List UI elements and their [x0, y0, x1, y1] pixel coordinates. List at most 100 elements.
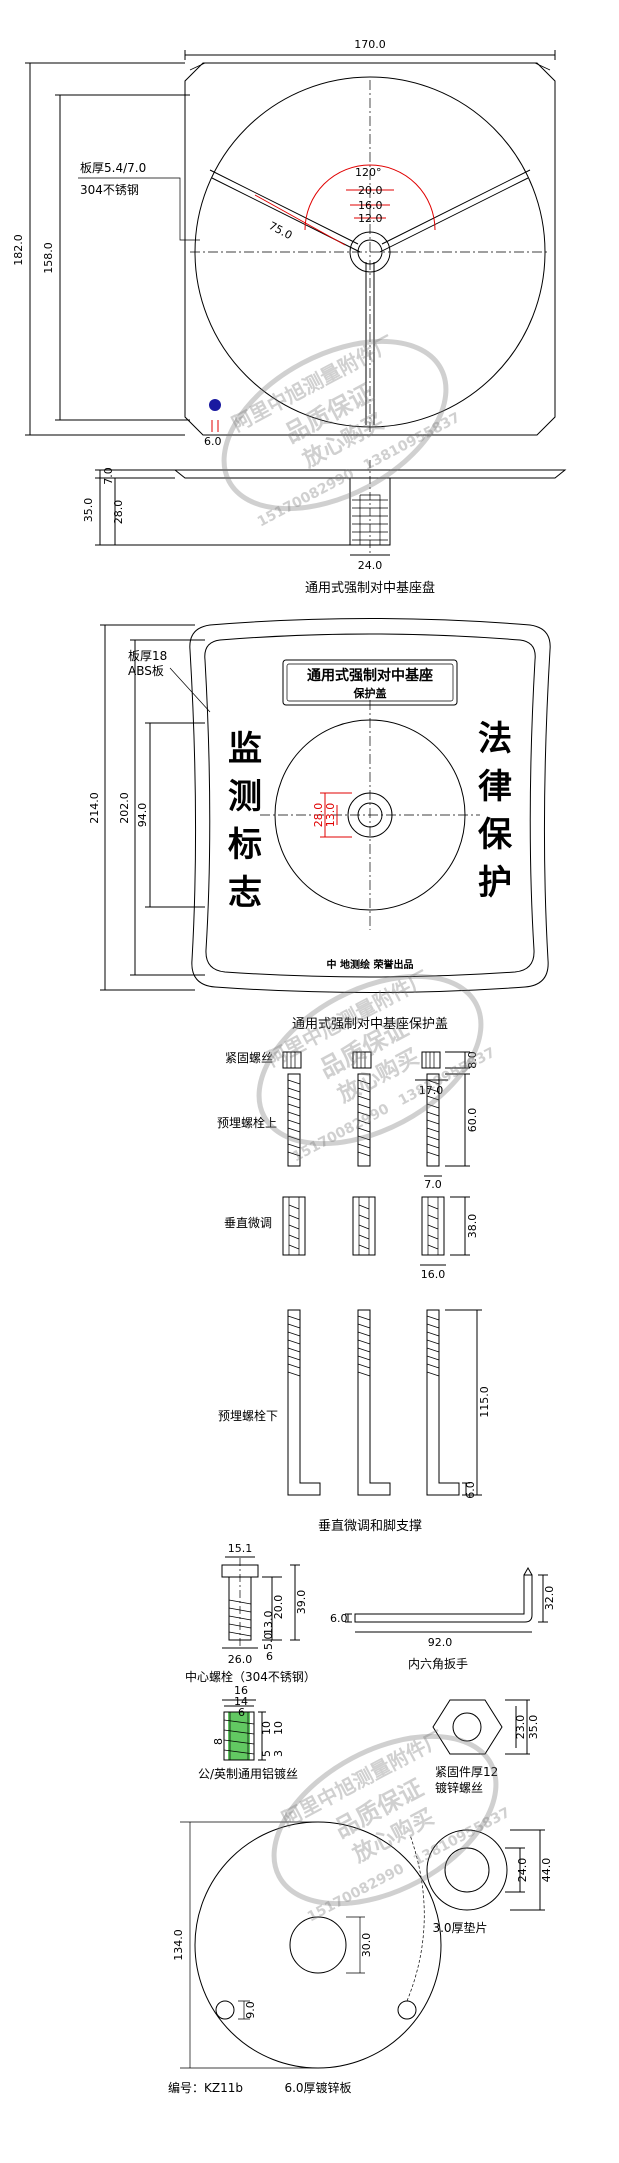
- base-plate-dimensions: 170.0 182.0 158.0 板厚5.4/7.0 304不锈钢 120° …: [12, 38, 556, 448]
- adapter-insert: 16 14 6 8 10 10 3 5 公/英制通用铝镀丝: [198, 1684, 298, 1781]
- washer: 24.0 44.0 3.0厚垫片: [426, 1829, 553, 1935]
- dim-adapter-5: 5: [260, 1750, 273, 1757]
- dim-bolt-6: 6: [266, 1650, 273, 1663]
- dim-bolt-13: 13.0: [262, 1611, 275, 1636]
- base-plate-caption: 通用式强制对中基座盘: [305, 580, 435, 596]
- washer-caption: 3.0厚垫片: [432, 1920, 487, 1935]
- cover-caption: 通用式强制对中基座保护盖: [292, 1017, 448, 1032]
- dim-adjust-16: 16.0: [421, 1268, 446, 1281]
- right-char-1: 法: [478, 719, 512, 759]
- material-label-1: 板厚5.4/7.0: [80, 161, 146, 175]
- dim-adapter-6: 6: [238, 1706, 245, 1719]
- center-bolt: 15.1 20.0 39.0 13.0 5.0 6 26.0 中心螺栓（304不…: [185, 1542, 316, 1684]
- dim-cover-202: 202.0: [118, 792, 131, 824]
- dim-width: 170.0: [354, 38, 386, 51]
- dim-20: 20.0: [358, 184, 383, 197]
- base-plate-side-view: 35.0 7.0 28.0 24.0 通用式强制对中基座盘: [82, 460, 567, 596]
- dim-adjust-38: 38.0: [466, 1214, 479, 1239]
- dim-adapter-10b: 10: [272, 1721, 285, 1735]
- dim-height-total: 182.0: [12, 234, 25, 266]
- locator-dot-icon: [209, 399, 221, 411]
- dim-bolt-26: 26.0: [228, 1653, 253, 1666]
- dim-16: 16.0: [358, 199, 383, 212]
- watermark-3: 阿里中旭测量附件厂 品质保证 放心购买 15170082990 13810955…: [271, 1726, 513, 1925]
- round-plate: 30.0 9.0 134.0 6.0厚镀锌板 编号：KZ11b: [168, 1821, 442, 2095]
- cover-sign-title: 通用式强制对中基座: [307, 667, 433, 684]
- dim-nut-35: 35.0: [527, 1715, 540, 1740]
- left-char-2: 测: [228, 777, 262, 817]
- dim-35: 35.0: [82, 498, 95, 523]
- dim-angle: 120°: [355, 166, 382, 179]
- dim-cover-214: 214.0: [88, 792, 101, 824]
- dim-bolt-39: 39.0: [295, 1590, 308, 1615]
- dim-height-inner: 158.0: [42, 242, 55, 274]
- serial-number: 编号：KZ11b: [168, 2080, 243, 2095]
- watermark-1: 阿里中旭测量附件厂 品质保证 放心购买 15170082990 13810955…: [221, 331, 463, 530]
- dim-6: 6.0: [204, 435, 222, 448]
- hex-nut: 23.0 35.0 紧固件厚12 镀锌螺丝: [432, 1699, 540, 1795]
- dim-upper-60: 60.0: [466, 1108, 479, 1133]
- cover-material-2: ABS板: [128, 664, 164, 678]
- dim-lock-17: 17.0: [419, 1084, 444, 1097]
- dim-lower-115: 115.0: [478, 1386, 491, 1418]
- center-bolt-caption: 中心螺栓（304不锈钢）: [185, 1669, 316, 1684]
- dim-plate-30: 30.0: [360, 1933, 373, 1958]
- dim-adapter-8: 8: [212, 1738, 225, 1745]
- protective-cover-dimensions: 板厚18 ABS板 214.0 202.0 94.0 通用式强制对中基座保护盖: [88, 624, 448, 1032]
- right-char-3: 保: [478, 815, 513, 855]
- hex-nut-caption-1: 紧固件厚12: [435, 1765, 498, 1779]
- embed-bolts-lower: 115.0 6.0: [287, 1309, 491, 1499]
- dim-adapter-16: 16: [234, 1684, 248, 1697]
- lock-screws: 8.0 17.0: [282, 1051, 479, 1097]
- hex-wrench-caption: 内六角扳手: [408, 1657, 468, 1671]
- dim-75: 75.0: [267, 219, 295, 242]
- dim-bolt-15: 15.1: [228, 1542, 253, 1555]
- dim-upper-7: 7.0: [424, 1178, 442, 1191]
- hex-wrench: 6.0 92.0 32.0 内六角扳手: [330, 1566, 556, 1671]
- base-plate-top-view: [184, 62, 556, 436]
- dim-lock-8: 8.0: [466, 1051, 479, 1069]
- dim-washer-24: 24.0: [516, 1858, 529, 1883]
- bolt-set-caption: 垂直微调和脚支撑: [318, 1518, 422, 1534]
- right-char-2: 律: [478, 767, 512, 807]
- dim-cover-13: 13.0: [324, 803, 337, 828]
- dim-adapter-3: 3: [272, 1750, 285, 1757]
- protective-cover: 通用式强制对中基座 保护盖 28.0 13.0 监 测 标 志 法 律 保 护 …: [189, 618, 551, 993]
- vertical-adjust-label: 垂直微调: [224, 1216, 272, 1230]
- cover-bottom-text: 中 地测绘 荣誉出品: [327, 958, 414, 971]
- dim-12: 12.0: [358, 212, 383, 225]
- right-char-4: 护: [478, 863, 512, 903]
- dim-plate-9: 9.0: [244, 2001, 257, 2019]
- dim-7: 7.0: [102, 467, 115, 485]
- dim-wrench-32: 32.0: [543, 1586, 556, 1611]
- dim-cover-28: 28.0: [312, 803, 325, 828]
- dim-24: 24.0: [358, 559, 383, 572]
- left-char-3: 标: [228, 825, 262, 865]
- dim-bolt-5: 5.0: [262, 1633, 275, 1651]
- dim-washer-44: 44.0: [540, 1858, 553, 1883]
- dim-cover-94: 94.0: [136, 803, 149, 828]
- adjust-sleeves: 38.0 16.0: [282, 1196, 479, 1281]
- adapter-caption: 公/英制通用铝镀丝: [198, 1766, 298, 1781]
- bolt-set: 紧固螺丝 预埋螺栓上 垂直微调 预埋螺栓下 8.0 17.0 60.0 7.0: [217, 1051, 491, 1534]
- dim-28: 28.0: [112, 500, 125, 525]
- dim-wrench-6: 6.0: [330, 1612, 348, 1625]
- plate-caption: 6.0厚镀锌板: [284, 2081, 351, 2095]
- left-char-1: 监: [228, 729, 262, 769]
- dim-plate-134: 134.0: [172, 1929, 185, 1961]
- dim-adapter-10a: 10: [260, 1721, 273, 1735]
- embed-bolts-upper: 60.0 7.0: [287, 1073, 479, 1191]
- left-char-4: 志: [228, 873, 262, 913]
- lock-screw-label: 紧固螺丝: [225, 1051, 273, 1065]
- dim-nut-23: 23.0: [514, 1715, 527, 1740]
- dim-adapter-14: 14: [234, 1695, 248, 1708]
- dim-lower-6: 6.0: [464, 1481, 477, 1499]
- embed-upper-label: 预埋螺栓上: [217, 1115, 277, 1130]
- hex-nut-caption-2: 镀锌螺丝: [435, 1781, 483, 1795]
- embed-lower-label: 预埋螺栓下: [218, 1408, 278, 1423]
- dim-bolt-20: 20.0: [272, 1595, 285, 1620]
- cover-sign-subtitle: 保护盖: [353, 686, 387, 700]
- dim-wrench-92: 92.0: [428, 1636, 453, 1649]
- cover-material-1: 板厚18: [128, 649, 167, 663]
